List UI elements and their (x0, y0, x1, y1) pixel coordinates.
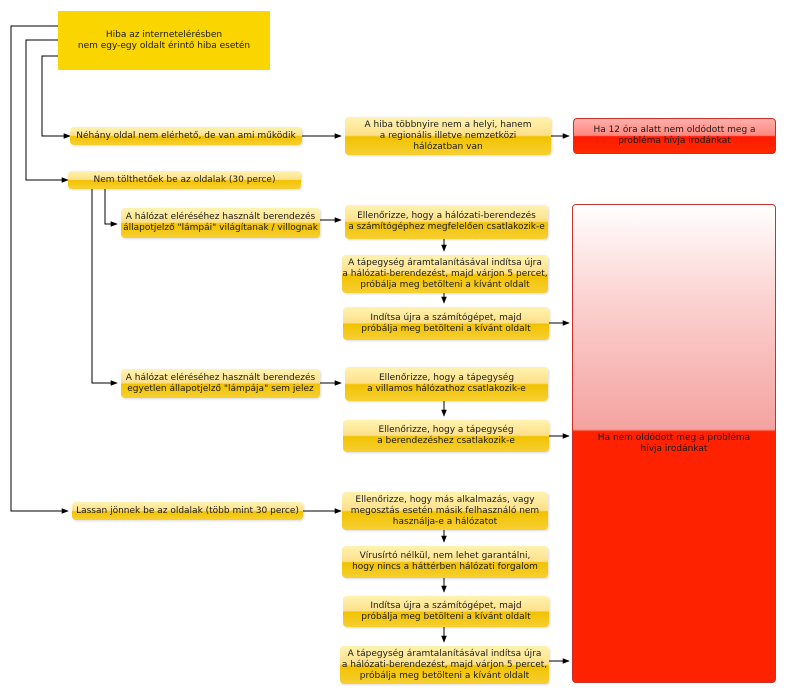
result-call-office: Ha nem oldódott meg a probléma hívja iro… (572, 204, 776, 683)
step-restart-network-device: A tápegység áramtalanításával indítsa új… (342, 255, 548, 293)
step-check-power-to-device: Ellenőrizze, hogy a tápegység a berendez… (343, 420, 549, 452)
branch-lamps-off: A hálózat eléréséhez használt berendezés… (121, 369, 320, 398)
root-node: Hiba az internetelérésben nem egy-egy ol… (58, 11, 270, 70)
step-check-power-to-mains: Ellenőrizze, hogy a tápegység a villamos… (345, 367, 548, 401)
connector-b2-b2a (104, 189, 118, 227)
step-check-other-usage: Ellenőrizze, hogy más alkalmazás, vagy m… (342, 492, 548, 530)
step-restart-network-device-slow: A tápegység áramtalanításával indítsa új… (340, 646, 549, 684)
info-regional-network: A hiba többnyire nem a helyi, hanem a re… (345, 117, 551, 155)
connector-root-b3 (10, 25, 69, 514)
branch-slow-pages: Lassan jönnek be az oldalak (több mint 3… (72, 502, 303, 520)
branch-some-pages-unreachable: Néhány oldal nem elérhető, de van ami mű… (70, 127, 302, 145)
result-call-office-12h: Ha 12 óra alatt nem oldódott meg a probl… (573, 118, 776, 154)
step-restart-computer: Indítsa újra a számítógépet, majd próbál… (343, 307, 549, 340)
branch-lamps-on: A hálózat eléréséhez használt berendezés… (121, 208, 320, 238)
step-antivirus-note: Vírusírtó nélkül, nem lehet garantálni, … (342, 546, 548, 578)
connector-root-b1 (41, 55, 71, 139)
connector-b2-b2b (91, 189, 118, 386)
connector-root-b2 (25, 39, 69, 183)
step-check-device-connection: Ellenőrizze, hogy a hálózati-berendezés … (345, 205, 548, 239)
step-restart-computer-slow: Indítsa újra a számítógépet, majd próbál… (343, 596, 549, 627)
branch-pages-not-loading: Nem tölthetőek be az oldalak (30 perce) (68, 171, 301, 189)
